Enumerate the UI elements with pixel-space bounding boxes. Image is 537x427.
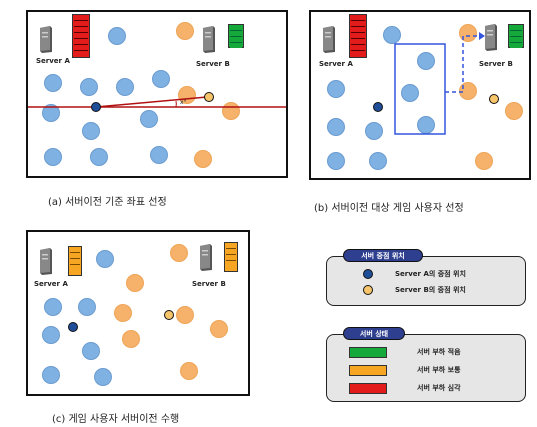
server-a-center-point [91,102,101,112]
user-a [327,118,345,136]
user-a [140,110,158,128]
user-a [417,52,435,70]
user-a [42,326,60,344]
server-a-icon [40,26,52,53]
server-b-icon [200,244,212,271]
user-a [94,368,112,386]
server-a-icon [323,26,335,53]
user-a [365,122,383,140]
legend-status-item-low: 서버 부하 적음 [417,348,461,356]
user-a [383,26,401,44]
user-b [505,102,523,120]
user-b [114,304,132,322]
server-a-center-point [68,322,78,332]
legend-status-title: 서버 상태 [343,327,405,340]
user-a [90,148,108,166]
user-a [42,366,60,384]
user-a [152,70,170,88]
server-b-icon [485,24,497,51]
legend-status-item-medium: 서버 부하 보통 [417,366,461,374]
user-a [82,122,100,140]
legend-center-item-a: Server A의 중점 위치 [395,270,466,278]
legend-server-a-center-marker [363,269,373,279]
server-a-label: Server A [319,60,353,68]
server-a-icon [40,248,52,275]
angle-label: x° [180,99,187,106]
legend-swatch-high [349,383,387,394]
server-b-label: Server B [196,60,230,68]
user-a [327,152,345,170]
user-a [82,342,100,360]
user-a [44,148,62,166]
server-a-label: Server A [34,280,68,288]
user-b [170,244,188,262]
legend-server-status: 서버 상태 서버 부하 적음 서버 부하 보통 서버 부하 심각 [326,327,526,402]
server-a-center-point [373,102,383,112]
server-b-label: Server B [192,280,226,288]
caption-a: (a) 서버이전 기준 좌표 선정 [48,197,167,208]
legend-swatch-medium [349,365,387,376]
user-b [194,150,212,168]
server-b-label: Server B [479,60,513,68]
user-a [96,250,114,268]
server-b-center-point [489,94,499,104]
user-b [126,274,144,292]
user-a [401,84,419,102]
server-a-label: Server A [36,57,70,65]
user-a [116,78,134,96]
legend-center-item-b: Server B의 중점 위치 [395,286,466,294]
server-a-load-bar [349,14,367,58]
user-a [44,74,62,92]
user-b [176,306,194,324]
legend-swatch-low [349,347,387,358]
server-a-load-bar [68,246,82,276]
caption-b: (b) 서버이전 대상 게임 사용자 선정 [314,203,464,214]
server-b-load-bar [224,242,238,272]
panel-b: Server A Server B [309,10,531,180]
user-a [42,104,60,122]
user-a [369,152,387,170]
user-b [122,330,140,348]
server-b-load-bar [508,24,524,48]
user-a [44,298,62,316]
server-b-icon [203,26,215,53]
user-b [475,152,493,170]
user-b [180,362,198,380]
user-a [150,146,168,164]
legend-status-item-high: 서버 부하 심각 [417,384,461,392]
server-b-load-bar [228,24,244,48]
user-b [210,320,228,338]
legend-center-title: 서버 중점 위치 [343,249,423,262]
user-a [327,80,345,98]
panel-a: Server A Server B x° [26,10,288,178]
user-a [78,298,96,316]
selection-overlay [394,32,485,135]
panel-c: Server A Server B [26,230,250,396]
legend-server-b-center-marker [363,285,373,295]
server-a-load-bar [72,14,90,58]
legend-center-position: 서버 중점 위치 Server A의 중점 위치 Server B의 중점 위치 [326,249,526,306]
user-b [176,22,194,40]
user-a [108,27,126,45]
server-b-center-point [164,310,174,320]
caption-c: (c) 게임 사용자 서버이전 수행 [52,414,180,425]
reference-line-overlay [28,96,286,108]
user-a [80,78,98,96]
server-b-center-point [204,92,214,102]
